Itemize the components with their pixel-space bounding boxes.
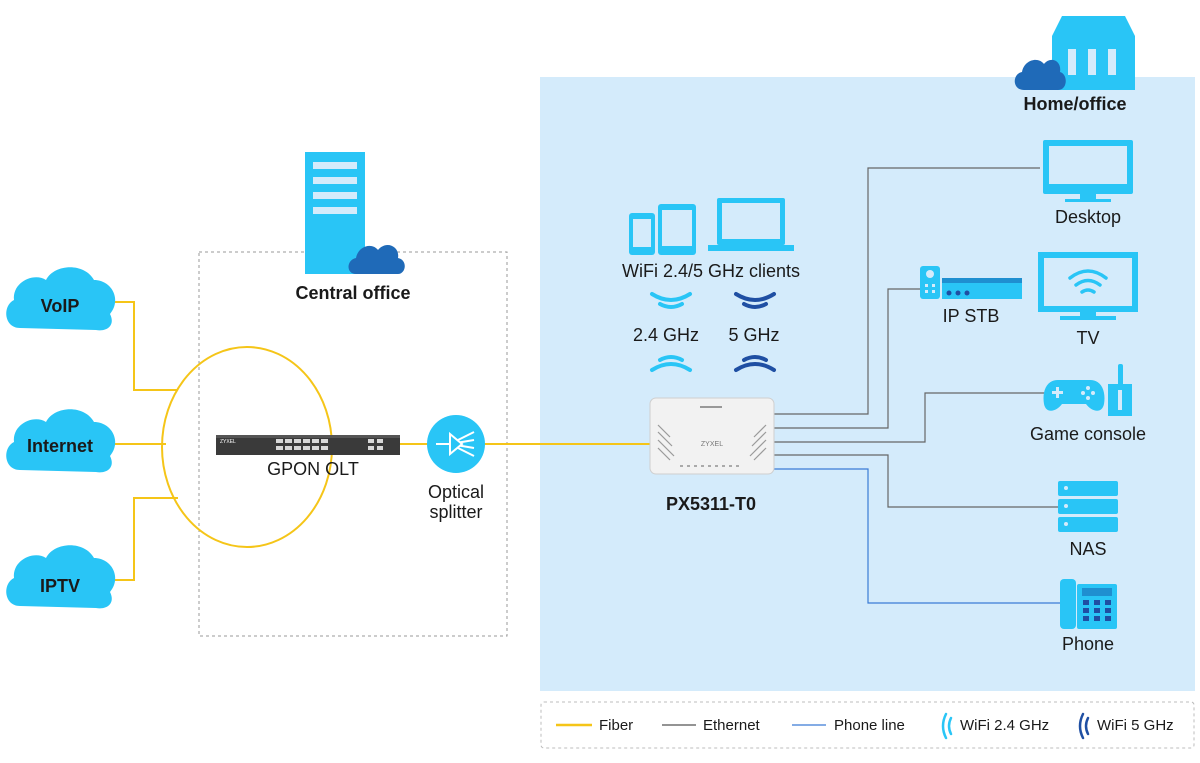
gpon-olt-device: ZYXEL bbox=[216, 435, 400, 455]
splitter-label-line2: splitter bbox=[429, 502, 482, 522]
wifi-24-icon-top bbox=[650, 292, 692, 309]
iptv-label: IPTV bbox=[40, 576, 80, 596]
wifi-5-icon-top bbox=[734, 292, 776, 309]
home-office-title: Home/office bbox=[1023, 94, 1126, 114]
ethernet-lines bbox=[774, 167, 1058, 508]
band-5-label: 5 GHz bbox=[728, 325, 779, 345]
nas-label: NAS bbox=[1069, 539, 1106, 559]
legend-wifi-5-label: WiFi 5 GHz bbox=[1097, 717, 1174, 734]
game-console-label: Game console bbox=[1030, 424, 1146, 444]
ip-stb-label: IP STB bbox=[943, 306, 1000, 326]
wifi-5-icon-bottom bbox=[734, 355, 776, 372]
internet-label: Internet bbox=[27, 436, 93, 456]
phone-icon bbox=[1060, 579, 1117, 629]
wifi-clients-label: WiFi 2.4/5 GHz clients bbox=[622, 261, 800, 281]
band-24-label: 2.4 GHz bbox=[633, 325, 699, 345]
tv-label: TV bbox=[1076, 328, 1099, 348]
central-office-title: Central office bbox=[295, 283, 410, 303]
central-office-building-icon bbox=[305, 152, 405, 274]
desktop-label: Desktop bbox=[1055, 207, 1121, 227]
olt-brand-text: ZYXEL bbox=[220, 439, 236, 445]
ip-stb-icon bbox=[920, 266, 1022, 299]
router-label: PX5311-T0 bbox=[666, 494, 756, 514]
tv-icon bbox=[1038, 252, 1138, 320]
legend-wifi-5-icon bbox=[1078, 712, 1090, 740]
game-console-icon bbox=[1043, 364, 1132, 416]
legend-fiber-label: Fiber bbox=[599, 717, 633, 734]
legend-wifi-24-label: WiFi 2.4 GHz bbox=[960, 717, 1049, 734]
nas-icon bbox=[1058, 481, 1118, 532]
phone-line bbox=[774, 468, 1060, 604]
voip-label: VoIP bbox=[41, 296, 80, 316]
legend-ethernet-label: Ethernet bbox=[703, 717, 761, 734]
gpon-olt-label: GPON OLT bbox=[267, 459, 359, 479]
legend-phone-line-label: Phone line bbox=[834, 717, 905, 734]
internet-cloud: Internet bbox=[6, 409, 116, 473]
phone-label: Phone bbox=[1062, 634, 1114, 654]
legend-wifi-24-icon bbox=[941, 712, 953, 740]
px5311-router-device: ZYXEL bbox=[649, 397, 775, 475]
splitter-label-line1: Optical bbox=[428, 482, 484, 502]
optical-splitter-icon bbox=[427, 415, 485, 473]
wifi-24-icon-bottom bbox=[650, 355, 692, 372]
legend: Fiber Ethernet Phone line WiFi 2.4 GHz W… bbox=[540, 701, 1195, 749]
wifi-clients-icon bbox=[629, 198, 794, 255]
home-office-building-icon bbox=[1014, 16, 1135, 90]
router-brand-text: ZYXEL bbox=[701, 441, 723, 448]
iptv-cloud: IPTV bbox=[6, 545, 116, 609]
desktop-icon bbox=[1043, 140, 1133, 202]
voip-cloud: VoIP bbox=[6, 267, 116, 331]
